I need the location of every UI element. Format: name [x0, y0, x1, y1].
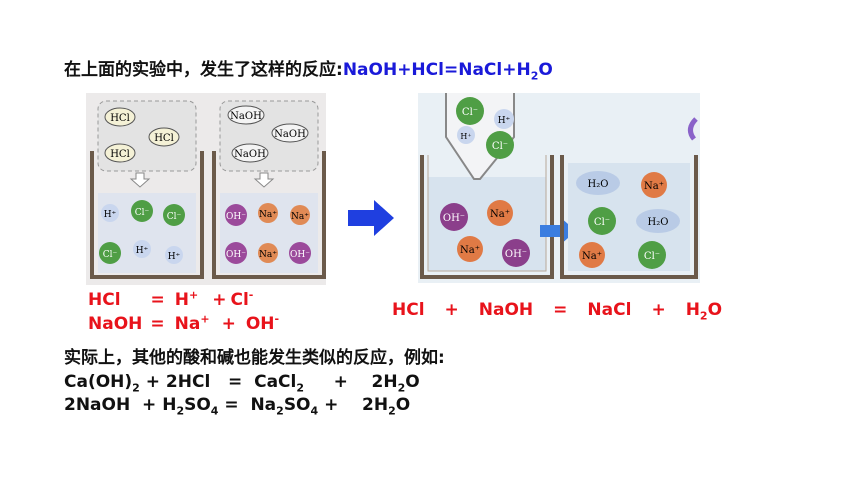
svg-text:H⁺: H⁺ — [104, 210, 117, 220]
down-arrow-icon — [253, 172, 275, 188]
svg-text:NaOH: NaOH — [234, 149, 266, 160]
ion: OH⁻ — [225, 204, 247, 226]
svg-text:NaOH: NaOH — [230, 111, 262, 122]
svg-text:Cl⁻: Cl⁻ — [103, 250, 118, 260]
hcl-molecule: HCl — [104, 107, 136, 127]
svg-text:HCl: HCl — [110, 149, 130, 160]
svg-text:H₂O: H₂O — [588, 179, 609, 190]
svg-text:HCl: HCl — [154, 133, 174, 144]
ion: Cl⁻ — [588, 207, 616, 235]
naoh-molecule: NaOH — [231, 143, 269, 163]
product-beaker: H₂O Na⁺ Cl⁻ H₂O Na⁺ Cl⁻ — [560, 155, 698, 279]
svg-text:OH⁻: OH⁻ — [226, 250, 246, 260]
svg-text:H⁺: H⁺ — [460, 132, 471, 141]
ion: OH⁻ — [225, 242, 247, 264]
svg-text:Cl⁻: Cl⁻ — [644, 251, 660, 262]
transfer-arrow-icon — [540, 217, 576, 245]
ion: Cl⁻ — [486, 131, 514, 159]
examples-intro: 实际上，其他的酸和碱也能发生类似的反应，例如: — [64, 348, 445, 368]
naoh-molecule: NaOH — [271, 123, 309, 143]
svg-text:Na⁺: Na⁺ — [490, 209, 510, 220]
title-prefix: 在上面的实验中，发生了这样的反应: — [64, 60, 343, 80]
example-equation-2: 2NaOH + H2SO4 = Na2SO4 + 2H2O — [64, 395, 411, 418]
ion: H⁺ — [494, 109, 514, 129]
svg-text:Cl⁻: Cl⁻ — [135, 208, 150, 218]
ion: H₂O — [636, 209, 680, 233]
svg-text:OH⁻: OH⁻ — [290, 250, 310, 260]
example-equation-1: Ca(OH)2 + 2HCl = CaCl2 + 2H2O — [64, 372, 420, 395]
svg-text:OH⁻: OH⁻ — [443, 213, 465, 224]
ion: Na⁺ — [487, 200, 513, 226]
ion: OH⁻ — [289, 242, 311, 264]
ion: Na⁺ — [258, 203, 278, 223]
ionization-hcl: HCl=H++Cl- — [88, 288, 254, 310]
ion: Cl⁻ — [638, 241, 666, 269]
ion: H⁺ — [457, 126, 475, 144]
svg-text:H⁺: H⁺ — [498, 116, 511, 126]
ion: Cl⁻ — [456, 97, 484, 125]
hcl-beaker: HCl HCl HCl H⁺ Cl⁻ Cl⁻ Cl⁻ H⁺ H⁺ — [90, 100, 204, 279]
svg-text:HCl: HCl — [110, 113, 130, 124]
ion: H⁺ — [101, 204, 119, 222]
title-line: 在上面的实验中，发生了这样的反应:NaOH+HCl=NaCl+H2O — [64, 60, 553, 83]
ion: Na⁺ — [579, 242, 605, 268]
svg-text:H₂O: H₂O — [648, 217, 669, 228]
ion: OH⁻ — [440, 203, 468, 231]
ion: Na⁺ — [457, 236, 483, 262]
svg-text:Na⁺: Na⁺ — [259, 210, 277, 220]
svg-text:Cl⁻: Cl⁻ — [594, 217, 610, 228]
right-arrow-icon — [348, 200, 394, 236]
left-beakers-diagram: HCl HCl HCl H⁺ Cl⁻ Cl⁻ Cl⁻ H⁺ H⁺ NaOH Na… — [86, 93, 326, 285]
ion: Cl⁻ — [131, 200, 153, 222]
naoh-beaker: NaOH NaOH NaOH OH⁻ Na⁺ Na⁺ OH⁻ Na⁺ OH⁻ — [212, 100, 326, 279]
ion: Na⁺ — [258, 243, 278, 263]
svg-text:Na⁺: Na⁺ — [582, 251, 602, 262]
right-reaction-diagram: Cl⁻ H⁺ H⁺ Cl⁻ OH⁻ Na⁺ Na⁺ OH⁻ H₂O Na⁺ Cl… — [418, 93, 700, 283]
svg-text:OH⁻: OH⁻ — [226, 212, 246, 222]
ion: H₂O — [576, 171, 620, 195]
svg-text:Na⁺: Na⁺ — [259, 250, 277, 260]
svg-text:Cl⁻: Cl⁻ — [167, 212, 182, 222]
ion: H⁺ — [165, 246, 183, 264]
down-arrow-icon — [129, 172, 151, 188]
mixing-beaker: Cl⁻ H⁺ H⁺ Cl⁻ OH⁻ Na⁺ Na⁺ OH⁻ — [420, 93, 554, 279]
svg-text:NaOH: NaOH — [274, 129, 306, 140]
svg-text:Cl⁻: Cl⁻ — [492, 141, 508, 152]
svg-text:OH⁻: OH⁻ — [505, 249, 527, 260]
ion: H⁺ — [133, 240, 151, 258]
reaction-equation: HCl+NaOH=NaCl+H2O — [392, 300, 723, 323]
dropper-edge-icon — [688, 117, 698, 141]
ion: Na⁺ — [290, 205, 310, 225]
svg-text:Na⁺: Na⁺ — [460, 245, 480, 256]
title-equation: NaOH+HCl=NaCl+H2O — [342, 60, 553, 83]
ion: OH⁻ — [502, 239, 530, 267]
ion: Cl⁻ — [99, 242, 121, 264]
naoh-molecule: NaOH — [227, 105, 265, 125]
ion: Na⁺ — [641, 172, 667, 198]
svg-text:Na⁺: Na⁺ — [644, 181, 664, 192]
svg-text:H⁺: H⁺ — [168, 252, 181, 262]
svg-text:Cl⁻: Cl⁻ — [462, 107, 478, 118]
hcl-molecule: HCl — [104, 143, 136, 163]
svg-text:H⁺: H⁺ — [136, 246, 149, 256]
ion: Cl⁻ — [163, 204, 185, 226]
hcl-molecule: HCl — [148, 127, 180, 147]
ionization-naoh: NaOH=Na++OH- — [88, 312, 280, 334]
svg-text:Na⁺: Na⁺ — [291, 212, 309, 222]
